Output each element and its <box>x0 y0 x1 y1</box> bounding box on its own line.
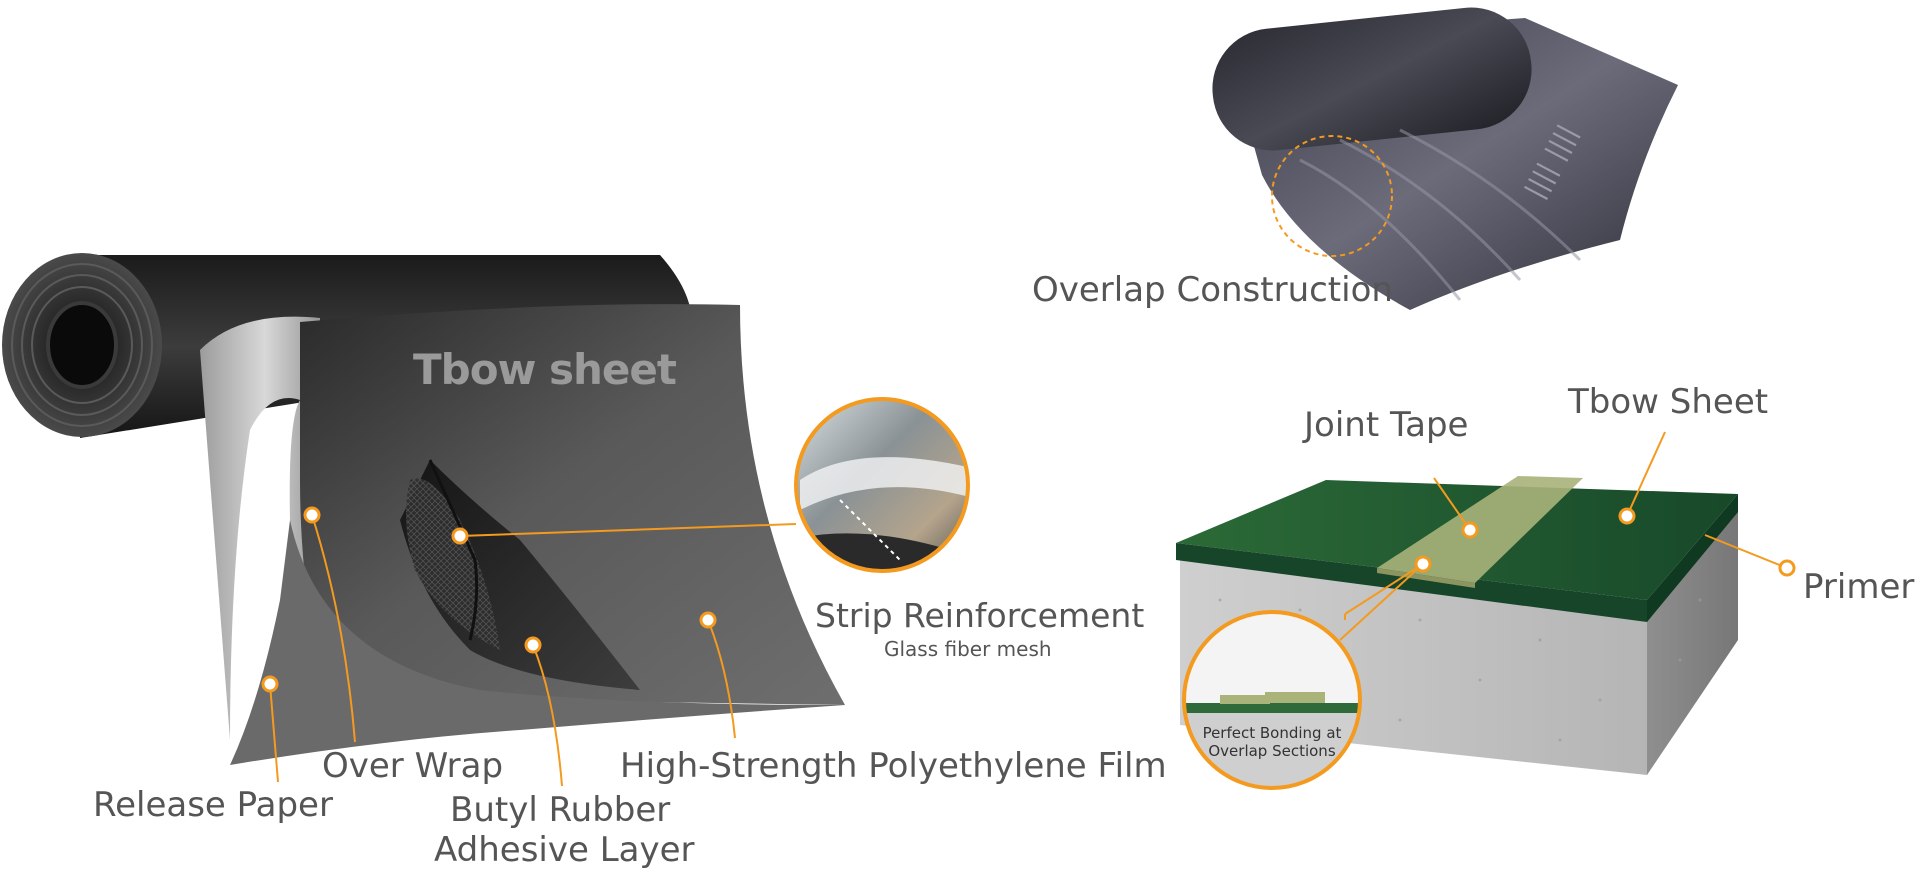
ring-dot-icon <box>303 506 321 524</box>
overlap-bonding-inset <box>1182 610 1362 790</box>
ring-dot-icon <box>1461 521 1479 539</box>
tbow-roll-illustration <box>2 253 845 765</box>
label-release-paper: Release Paper <box>93 785 333 825</box>
brand-text: Tbow sheet <box>413 345 677 394</box>
inset-caption-line1: Perfect Bonding at <box>1202 724 1342 742</box>
label-strip-reinforcement: Strip Reinforcement <box>815 596 1145 635</box>
ring-dot-icon <box>699 611 717 629</box>
inset-caption: Perfect Bonding at Overlap Sections <box>1198 724 1346 760</box>
label-tbow-sheet: Tbow Sheet <box>1568 382 1769 422</box>
left-leader-lines <box>269 514 797 787</box>
label-butyl-line1: Butyl Rubber <box>450 790 671 830</box>
label-joint-tape: Joint Tape <box>1304 405 1469 445</box>
left-callout-markers <box>261 506 717 693</box>
overlap-roll-photo: |||| |||| <box>1212 7 1678 310</box>
ring-dot-icon <box>261 675 279 693</box>
ring-dot-icon <box>524 636 542 654</box>
label-polyethylene-film: High-Strength Polyethylene Film <box>620 746 1167 786</box>
label-over-wrap: Over Wrap <box>322 746 504 786</box>
label-primer: Primer <box>1803 567 1915 607</box>
strip-reinforcement-detail <box>794 397 970 573</box>
right-callout-markers <box>1414 507 1796 577</box>
inset-caption-line2: Overlap Sections <box>1208 742 1336 760</box>
ring-dot-icon <box>1618 507 1636 525</box>
right-leader-lines <box>1339 431 1788 641</box>
ring-dot-icon <box>1414 555 1432 573</box>
ring-dot-icon <box>1778 559 1796 577</box>
label-butyl-line2: Adhesive Layer <box>434 830 695 870</box>
label-strip-reinforcement-sub: Glass fiber mesh <box>884 637 1052 661</box>
ring-dot-icon <box>451 527 469 545</box>
caption-overlap-construction: Overlap Construction <box>1032 270 1393 310</box>
